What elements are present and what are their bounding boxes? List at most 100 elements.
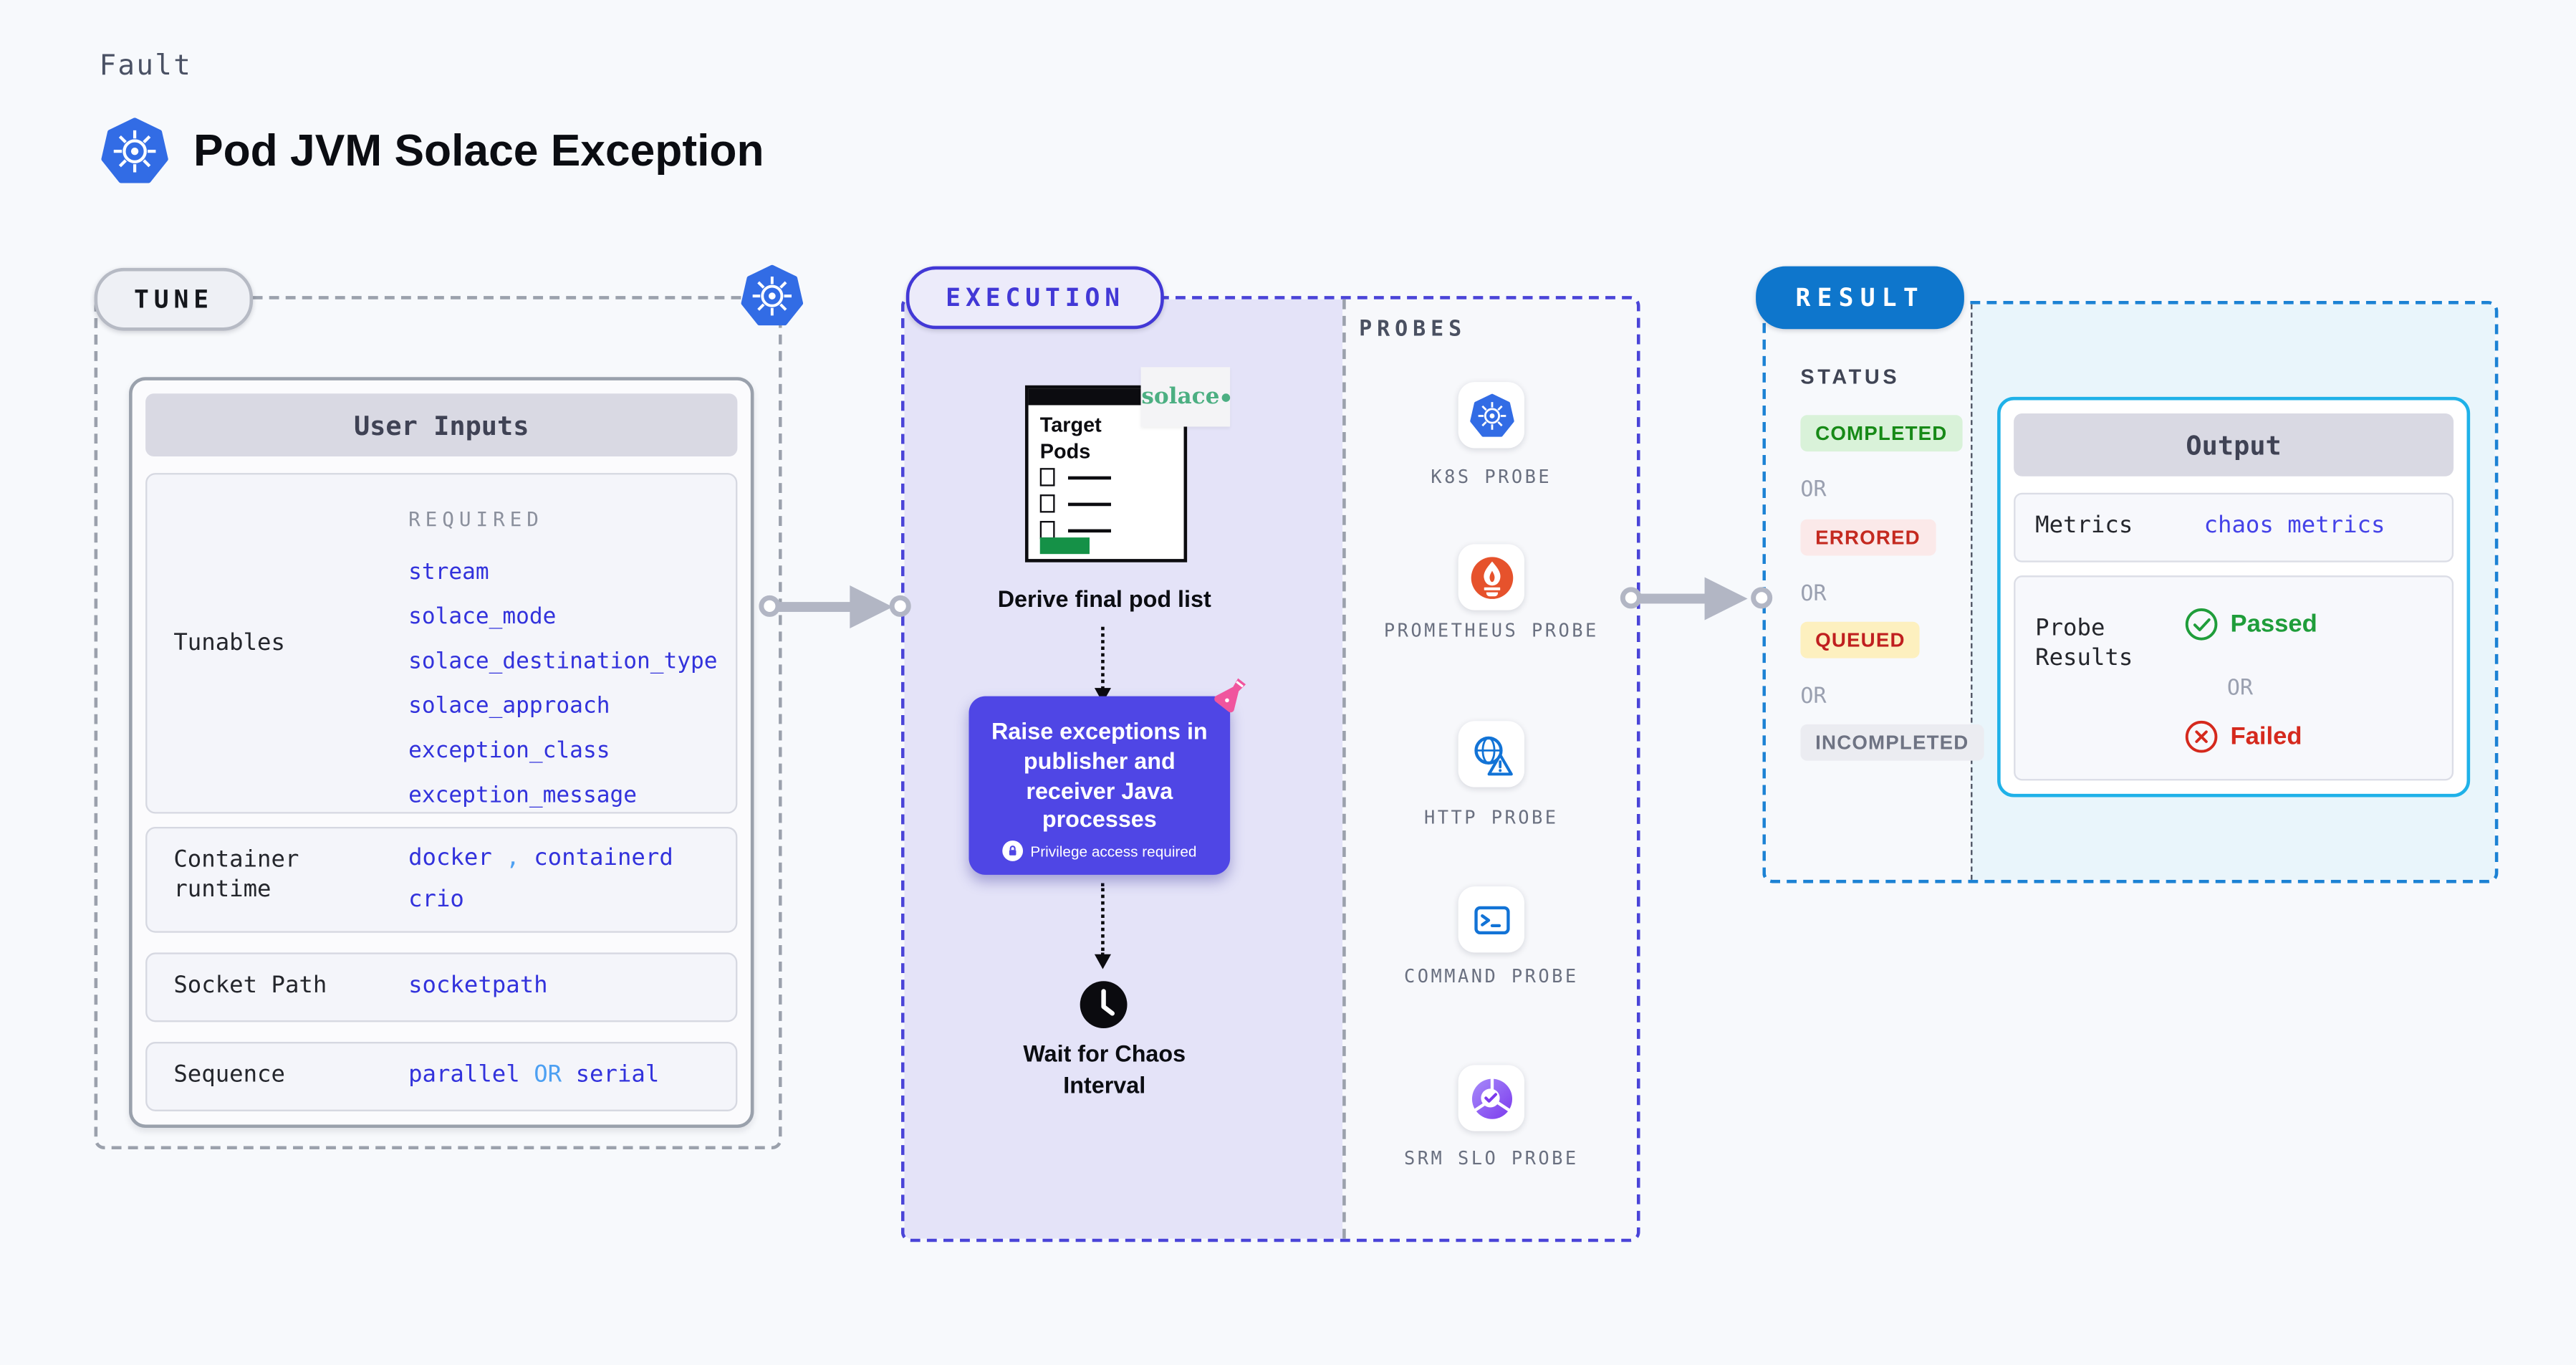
tunables-row: Tunables REQUIRED stream solace_mode sol… <box>145 473 738 814</box>
k8s-probe-card[interactable] <box>1458 382 1524 449</box>
globe-warning-icon <box>1469 732 1514 776</box>
socket-path-value: socketpath <box>408 972 548 1000</box>
connector-dot <box>759 595 781 617</box>
tunable-item: exception_message <box>408 782 637 809</box>
connector-dot <box>1751 587 1773 609</box>
status-badge-queued: QUEUED <box>1800 621 1921 658</box>
flow-arrow <box>777 602 860 612</box>
tunables-label: Tunables <box>173 630 285 657</box>
or-label: OR <box>1800 582 1827 608</box>
dotted-connector <box>1101 626 1105 690</box>
x-circle-icon <box>2184 719 2219 754</box>
solace-logo-text: solace <box>1141 383 1220 411</box>
metrics-row: Metrics chaos metrics <box>2014 492 2454 562</box>
srm-slo-probe-card[interactable] <box>1458 1065 1524 1131</box>
list-line <box>1067 475 1111 479</box>
probe-label: PROMETHEUS PROBE <box>1383 620 1599 642</box>
result-badge[interactable]: RESULT <box>1756 266 1965 330</box>
solace-dot-icon <box>1221 393 1230 401</box>
derive-step-label: Derive final pod list <box>997 585 1211 612</box>
status-title: STATUS <box>1800 365 1900 389</box>
failed-result: Failed <box>2184 719 2302 754</box>
target-pods-label: Target Pods <box>1039 413 1102 464</box>
confirm-button-graphic <box>1039 537 1090 555</box>
wait-step-label: Wait for Chaos Interval <box>1023 1040 1186 1098</box>
pod-checklist-item <box>1039 468 1111 487</box>
execution-badge[interactable]: EXECUTION <box>905 266 1165 330</box>
check-circle-icon <box>2184 607 2219 641</box>
sequence-or: OR <box>534 1061 562 1088</box>
user-inputs-card: User Inputs Tunables REQUIRED stream sol… <box>129 377 754 1129</box>
kubernetes-icon <box>741 264 804 327</box>
sequence-row: Sequence parallel OR serial <box>145 1042 738 1111</box>
runtime-value: containerd <box>534 845 673 872</box>
tunable-item: stream <box>408 559 489 586</box>
connector-dot <box>889 595 911 617</box>
tunable-item: solace_approach <box>408 693 610 719</box>
terminal-icon <box>1469 897 1514 942</box>
tune-section <box>94 296 782 1150</box>
probe-label: COMMAND PROBE <box>1403 965 1579 987</box>
privilege-note-text: Privilege access required <box>1030 842 1197 860</box>
status-badge-errored: ERRORED <box>1800 519 1936 556</box>
flow-arrow <box>1638 593 1715 604</box>
connector-dot <box>1620 587 1642 609</box>
page-kicker: Fault <box>99 49 193 83</box>
container-runtime-row: Container runtime docker , containerd cr… <box>145 827 738 933</box>
probe-label: SRM SLO PROBE <box>1403 1147 1579 1169</box>
output-header: Output <box>2014 413 2454 476</box>
privilege-note: Privilege access required <box>969 840 1230 861</box>
checkbox-icon <box>1039 494 1055 513</box>
kubernetes-icon <box>1469 393 1514 437</box>
command-probe-card[interactable] <box>1458 886 1524 953</box>
or-label: OR <box>1800 684 1827 710</box>
flow-arrowhead <box>850 585 893 629</box>
metrics-label: Metrics <box>2035 512 2133 540</box>
tunable-item: solace_mode <box>408 603 557 631</box>
output-card: Output Metrics chaos metrics Probe Resul… <box>1997 396 2471 798</box>
tunable-item: exception_class <box>408 737 610 765</box>
flow-arrowhead <box>1704 577 1748 621</box>
passed-label: Passed <box>2230 610 2317 638</box>
slo-check-icon <box>1469 1076 1514 1120</box>
clock-icon <box>1078 979 1130 1030</box>
chaos-flask-icon <box>1208 673 1253 717</box>
passed-result: Passed <box>2184 607 2317 641</box>
chaos-action-text: Raise exceptions in publisher and receiv… <box>991 717 1208 833</box>
socket-path-row: Socket Path socketpath <box>145 952 738 1022</box>
socket-path-label: Socket Path <box>173 972 327 1000</box>
dotted-connector <box>1101 883 1105 957</box>
runtime-separator: , <box>506 845 520 872</box>
probes-title: PROBES <box>1359 317 1467 343</box>
dotted-arrowhead <box>1093 954 1110 969</box>
pod-checklist-item <box>1039 494 1111 513</box>
tune-badge[interactable]: TUNE <box>94 267 254 331</box>
kubernetes-icon <box>101 118 169 186</box>
prometheus-icon <box>1469 555 1514 599</box>
pod-checklist-item <box>1039 521 1111 540</box>
solace-logo: solace <box>1140 367 1231 427</box>
sequence-option: serial <box>575 1061 660 1088</box>
prometheus-probe-card[interactable] <box>1458 544 1524 610</box>
or-label: OR <box>2226 676 2254 701</box>
required-label: REQUIRED <box>408 507 544 531</box>
status-badge-incompleted: INCOMPLETED <box>1800 724 1984 761</box>
probe-results-label: Probe Results <box>2035 615 2133 672</box>
list-line <box>1067 502 1111 506</box>
list-line <box>1067 528 1111 532</box>
page-title: Pod JVM Solace Exception <box>193 125 764 176</box>
sequence-value: parallel OR serial <box>408 1062 659 1088</box>
lock-icon <box>1002 840 1024 861</box>
status-badge-completed: COMPLETED <box>1800 415 1963 452</box>
metrics-value: chaos metrics <box>2203 512 2385 540</box>
sequence-option: parallel <box>408 1061 520 1088</box>
sequence-label: Sequence <box>173 1061 285 1088</box>
container-runtime-values: docker , containerd <box>408 845 673 871</box>
http-probe-card[interactable] <box>1458 721 1524 787</box>
runtime-value: docker <box>408 845 492 872</box>
probe-results-row: Probe Results Passed OR Failed <box>2014 575 2454 781</box>
container-runtime-label: Container runtime <box>173 846 299 904</box>
checkbox-icon <box>1039 521 1055 540</box>
user-inputs-header: User Inputs <box>145 393 738 457</box>
